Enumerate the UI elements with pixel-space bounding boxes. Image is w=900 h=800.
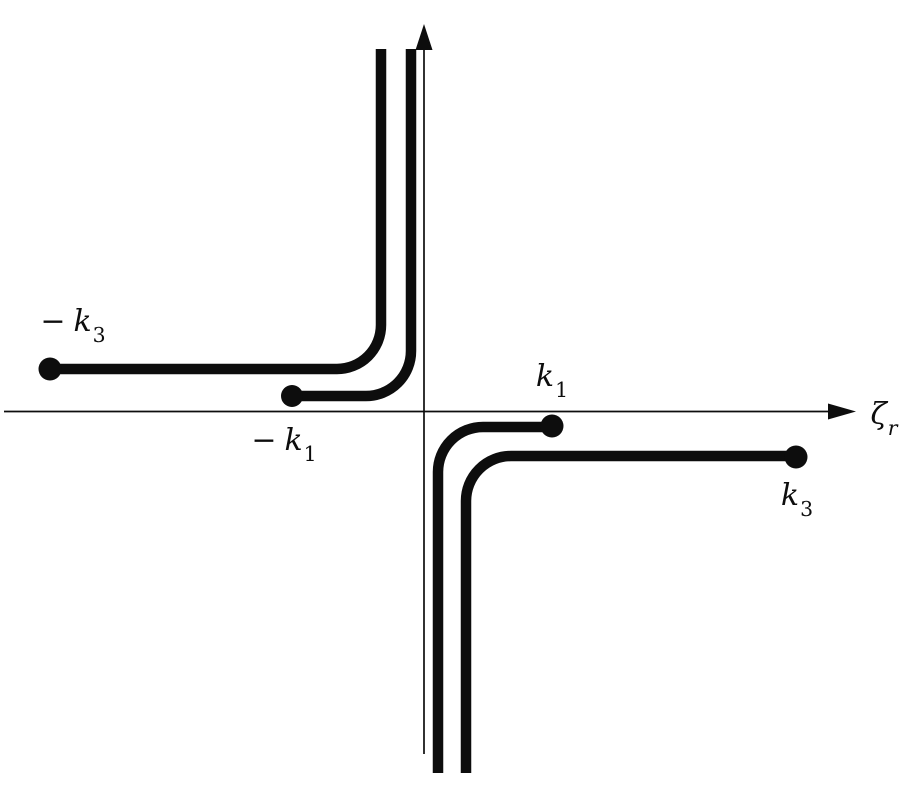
y-axis-arrowhead: [415, 24, 433, 50]
label-minus-k3-subscript: 3: [92, 323, 106, 348]
branch-cut-k3: [460, 450, 796, 773]
label-k1-subscript: 1: [555, 378, 569, 403]
label-k3-letter: k: [780, 478, 800, 513]
label-k3: k3: [780, 478, 813, 520]
label-minus-k1-sign: −: [251, 423, 277, 458]
x-axis-label: ζr: [870, 397, 897, 439]
label-minus-k1-subscript: 1: [303, 442, 317, 467]
label-k1: k1: [535, 359, 568, 401]
branch-point-minus-k3: [38, 357, 62, 381]
branch-cut-k1: [432, 421, 552, 773]
label-minus-k1-letter: k: [284, 423, 303, 458]
label-minus-k3-letter: k: [73, 304, 92, 339]
branch-cut-minus-k1: [292, 49, 417, 402]
x-axis-label-letter: ζ: [870, 397, 887, 432]
x-axis-label-subscript: r: [887, 416, 898, 441]
branch-point-k1: [540, 414, 564, 438]
label-minus-k3: −k3: [40, 304, 105, 346]
label-k3-subscript: 3: [800, 497, 814, 522]
branch-cut-minus-k3: [50, 49, 387, 375]
label-minus-k1: −k1: [251, 423, 316, 465]
branch-point-minus-k1: [281, 385, 303, 407]
branch-point-k3: [784, 445, 808, 469]
label-k1-letter: k: [535, 359, 555, 394]
label-minus-k3-sign: −: [40, 304, 66, 339]
x-axis-arrowhead: [828, 403, 856, 420]
